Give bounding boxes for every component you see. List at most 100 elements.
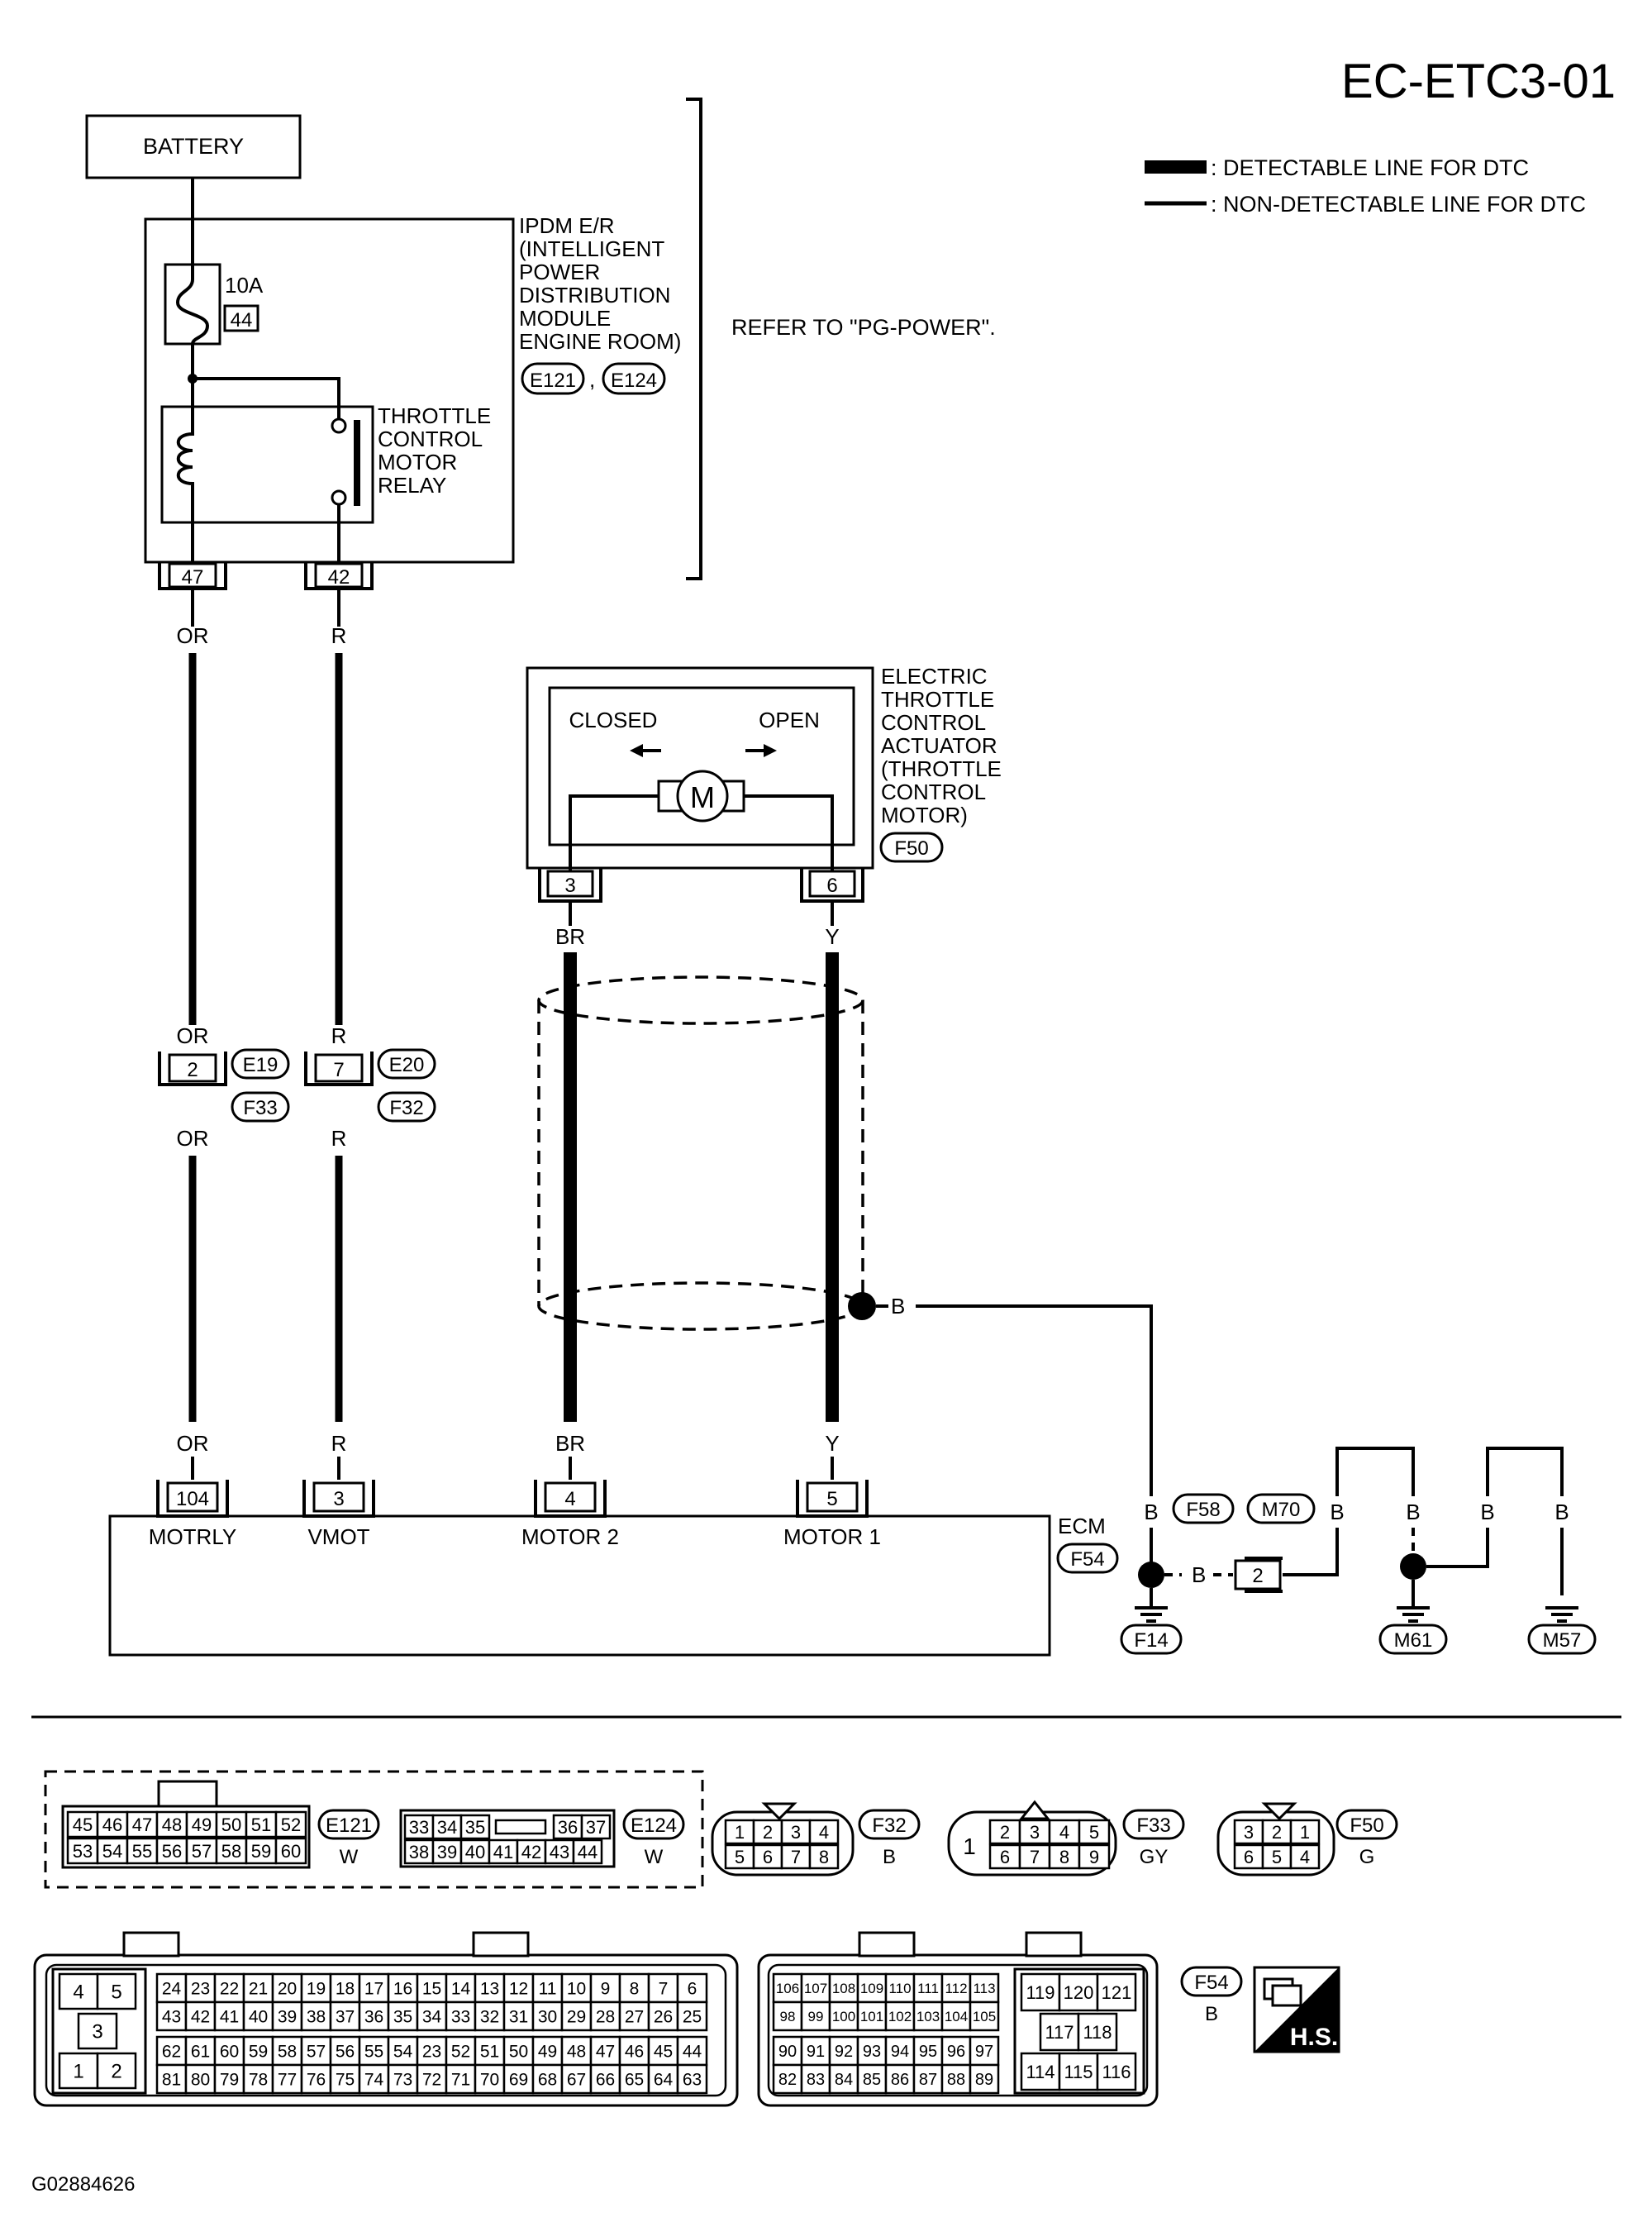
f33-pin-left: 1 <box>963 1834 976 1859</box>
svg-text:MOTOR 1: MOTOR 1 <box>783 1524 881 1549</box>
svg-text:7: 7 <box>333 1059 344 1081</box>
connector-tag-f14 <box>1120 1624 1183 1655</box>
svg-text:88: 88 <box>947 2071 965 2089</box>
svg-text:1: 1 <box>73 2061 83 2083</box>
svg-text:22: 22 <box>220 1980 239 1999</box>
svg-text:63: 63 <box>683 2071 702 2090</box>
svg-text:60: 60 <box>220 2043 239 2062</box>
svg-text:84: 84 <box>835 2071 853 2089</box>
connector-tag-f50-face <box>1335 1809 1398 1840</box>
connector-f32 <box>711 1802 855 1876</box>
svg-text:51: 51 <box>251 1815 271 1835</box>
svg-text:11: 11 <box>539 1980 557 1999</box>
pin-cell: 86 <box>884 2063 916 2095</box>
page-title: EC-ETC3-01 <box>1341 55 1616 108</box>
svg-text:15: 15 <box>422 1980 441 1999</box>
pin-cell: 5 <box>724 1843 755 1870</box>
pin-cell: 25 <box>676 2000 708 2032</box>
svg-text:79: 79 <box>220 2071 239 2090</box>
pin-cell: 8 <box>808 1843 840 1870</box>
pin-cell: 4 <box>1289 1843 1321 1870</box>
ground-f14-icon <box>1135 1588 1168 1623</box>
svg-text:(THROTTLE: (THROTTLE <box>881 756 1002 781</box>
pin-cell: 120 <box>1058 1972 1099 2012</box>
svg-text:(INTELLIGENT: (INTELLIGENT <box>519 236 664 261</box>
pin-cell: 23 <box>416 2035 448 2067</box>
pin-cell: 118 <box>1077 2012 1118 2052</box>
svg-text:E124: E124 <box>611 370 657 392</box>
svg-text:M61: M61 <box>1394 1629 1433 1652</box>
svg-text:32: 32 <box>480 2008 499 2027</box>
svg-text:3: 3 <box>1244 1822 1254 1843</box>
pin-cell: 67 <box>560 2063 593 2095</box>
svg-text:93: 93 <box>863 2043 881 2061</box>
connector-tag-e19 <box>231 1048 290 1080</box>
pin-cell: 33 <box>403 1814 435 1840</box>
svg-text:36: 36 <box>558 1817 578 1838</box>
connector-tag-f58 <box>1172 1493 1235 1524</box>
svg-text:47: 47 <box>132 1815 152 1835</box>
svg-text:3: 3 <box>791 1822 801 1843</box>
svg-text:MOTOR: MOTOR <box>378 450 457 474</box>
pin-cell: 109 <box>856 1972 888 2004</box>
svg-text:25: 25 <box>683 2008 702 2027</box>
pin-cell: 91 <box>800 2035 831 2067</box>
svg-text:R: R <box>331 1126 347 1151</box>
svg-text:108: 108 <box>832 1981 855 1996</box>
pin-cell: 63 <box>676 2063 708 2095</box>
svg-text:54: 54 <box>393 2043 413 2062</box>
pin-cell: 57 <box>300 2035 332 2067</box>
svg-text:98: 98 <box>780 2009 796 2024</box>
actuator-label: ELECTRIC THROTTLE CONTROL ACTUATOR (THRO… <box>881 664 1002 827</box>
svg-text:118: 118 <box>1083 2022 1112 2043</box>
pin-cell: 55 <box>126 1837 159 1865</box>
pin-cell: 56 <box>155 1837 188 1865</box>
pin-cell: 35 <box>387 2000 419 2032</box>
pin-cell: 81 <box>155 2063 188 2095</box>
connector-f33 <box>947 1800 1117 1876</box>
svg-text:1: 1 <box>1300 1822 1310 1843</box>
pin-cell: 68 <box>531 2063 564 2095</box>
svg-text:107: 107 <box>804 1981 827 1996</box>
terminal-47: 47 <box>158 562 227 590</box>
svg-text:44: 44 <box>578 1842 597 1862</box>
connector-color-f50: G <box>1359 1846 1375 1868</box>
connector-color-f54: B <box>1205 2003 1218 2025</box>
svg-text:57: 57 <box>192 1841 212 1862</box>
pin-cell: 119 <box>1020 1972 1061 2012</box>
svg-text:53: 53 <box>73 1841 93 1862</box>
svg-text:86: 86 <box>891 2071 909 2089</box>
connector-tag-f54-face <box>1180 1966 1243 1997</box>
pin-cell: 59 <box>245 1837 278 1865</box>
svg-text:52: 52 <box>451 2043 470 2062</box>
pin-cell: 58 <box>271 2035 303 2067</box>
fuse-number: 44 <box>231 309 253 331</box>
svg-text:43: 43 <box>162 2008 181 2027</box>
pin-cell: 6 <box>1233 1843 1264 1870</box>
pin-cell: 46 <box>618 2035 650 2067</box>
svg-text:6: 6 <box>1244 1847 1254 1867</box>
connector-tag-f54 <box>1056 1543 1119 1574</box>
pin-cell: 85 <box>856 2063 888 2095</box>
pin-cell: 6 <box>676 1972 708 2004</box>
svg-text:64: 64 <box>654 2071 674 2090</box>
pin-cell: 60 <box>213 2035 245 2067</box>
svg-text:OR: OR <box>177 1126 209 1151</box>
pin-cell: 107 <box>800 1972 831 2004</box>
pin-cell: 106 <box>772 1972 803 2004</box>
svg-text:12: 12 <box>509 1980 528 1999</box>
svg-text:97: 97 <box>975 2043 993 2061</box>
svg-text:96: 96 <box>947 2043 965 2061</box>
svg-text:47: 47 <box>596 2043 615 2062</box>
svg-text:F54: F54 <box>1194 1972 1228 1994</box>
pin-cell: 1 <box>1289 1819 1321 1845</box>
pin-cell: 110 <box>884 1972 916 2004</box>
svg-text:5: 5 <box>111 1981 121 2004</box>
pin-cell: 9 <box>1078 1843 1111 1870</box>
connector-e124 <box>399 1809 616 1868</box>
pin-cell: 62 <box>155 2035 188 2067</box>
svg-text:4: 4 <box>819 1822 829 1843</box>
pin-cell: 2 <box>96 2052 137 2090</box>
pin-cell: 9 <box>589 1972 621 2004</box>
svg-text:RELAY: RELAY <box>378 473 446 498</box>
